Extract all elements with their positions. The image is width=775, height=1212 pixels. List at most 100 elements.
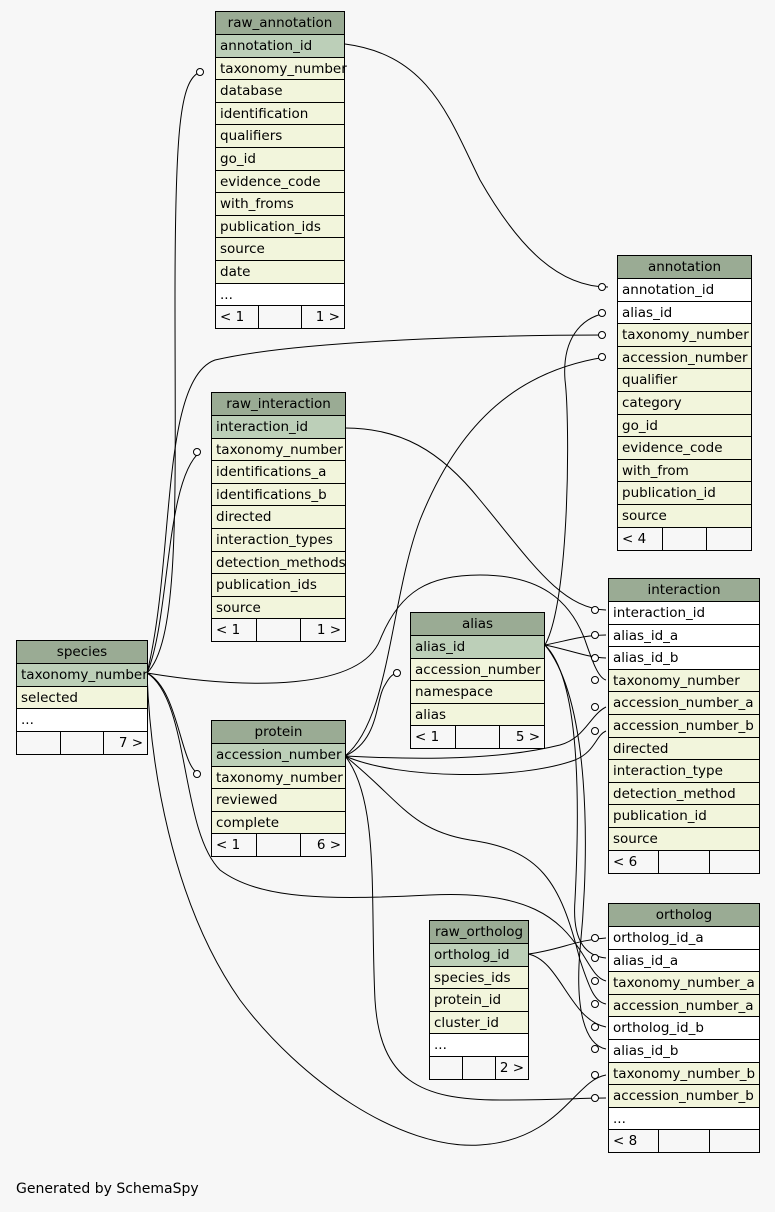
children-count: 6 >	[316, 837, 342, 854]
column-row: alias_id_a	[609, 624, 759, 648]
column-row: directed	[212, 506, 345, 529]
column-row: taxonomy_number	[212, 766, 345, 790]
edge-species-to-protein	[146, 672, 201, 775]
column-row: detection_method	[609, 782, 759, 806]
table-title: raw_interaction	[212, 393, 345, 416]
parents-count: < 8	[609, 1130, 660, 1153]
table-raw-annotation[interactable]: raw_annotation annotation_id taxonomy_nu…	[215, 11, 347, 330]
table-footer: < 1 5 >	[411, 726, 544, 749]
column-row: identification	[216, 102, 344, 126]
edge-protein-to-annotation-acc	[344, 356, 607, 757]
table-footer: 7 >	[17, 731, 147, 754]
table-title: annotation	[618, 256, 751, 279]
table-title: raw_ortholog	[430, 921, 528, 944]
column-row: alias_id_a	[609, 949, 759, 973]
column-row-more: ...	[609, 1107, 759, 1131]
edge-raw-ortholog-to-ortholog-b	[527, 953, 607, 1028]
column-row: source	[216, 238, 344, 261]
column-row: taxonomy_number_b	[609, 1062, 759, 1086]
children-count: 5 >	[515, 729, 541, 746]
table-title: raw_annotation	[216, 12, 344, 35]
children-count: 2 >	[499, 1059, 525, 1076]
edge-protein-to-ortholog-acc-a	[344, 755, 607, 1005]
column-row: reviewed	[212, 789, 345, 812]
edge-species-to-raw-interaction	[146, 451, 201, 674]
children-count	[710, 1130, 759, 1152]
column-row: cluster_id	[430, 1011, 528, 1035]
column-row: complete	[212, 811, 345, 835]
column-row: alias_id_b	[609, 1039, 759, 1063]
column-row: ortholog_id_a	[609, 927, 759, 950]
table-interaction[interactable]: interaction interaction_id alias_id_a al…	[608, 578, 760, 874]
parents-count	[430, 1056, 463, 1079]
children-count: 7 >	[118, 734, 144, 751]
column-row: selected	[17, 686, 147, 710]
row-count	[257, 834, 302, 857]
table-protein[interactable]: protein accession_number taxonomy_number…	[211, 720, 346, 858]
column-row: taxonomy_number_a	[609, 972, 759, 995]
column-row: taxonomy_number	[17, 664, 148, 687]
table-ortholog[interactable]: ortholog ortholog_id_a alias_id_a taxono…	[608, 903, 760, 1154]
table-species[interactable]: species taxonomy_number selected ... 7 >	[16, 640, 148, 755]
row-count	[456, 726, 501, 749]
column-row: publication_id	[618, 482, 751, 505]
column-row: taxonomy_number	[216, 57, 347, 81]
column-row: alias	[411, 703, 544, 727]
column-row: interaction_type	[609, 760, 759, 783]
edge-species-to-annotation-tax	[146, 334, 607, 674]
edge-protein-to-interaction-acc-a	[344, 706, 607, 759]
column-row: taxonomy_number	[609, 669, 759, 693]
table-title: protein	[212, 721, 345, 744]
row-count	[463, 1056, 496, 1079]
table-raw-interaction[interactable]: raw_interaction interaction_id taxonomy_…	[211, 392, 346, 643]
column-row: annotation_id	[216, 35, 344, 58]
parents-count: < 4	[618, 527, 663, 550]
edge-protein-to-interaction-acc-b	[344, 730, 607, 775]
edge-alias-to-ortholog-b	[544, 644, 607, 1050]
column-row: evidence_code	[216, 170, 344, 194]
edge-raw-annotation-to-annotation	[344, 43, 609, 288]
parents-count: < 1	[212, 834, 257, 857]
table-title: ortholog	[609, 904, 759, 927]
generated-by-label: Generated by SchemaSpy	[16, 1181, 199, 1197]
row-count	[257, 619, 302, 642]
table-footer: < 1 1 >	[212, 619, 345, 642]
row-count	[61, 731, 105, 754]
children-count	[710, 851, 759, 873]
column-row: accession_number_b	[609, 714, 759, 738]
column-row: go_id	[618, 414, 751, 438]
table-title: alias	[411, 613, 544, 636]
column-row: taxonomy_number	[618, 324, 751, 347]
column-row: alias_id	[411, 636, 544, 659]
column-row: category	[618, 391, 751, 415]
children-count	[707, 528, 751, 550]
column-row: qualifier	[618, 369, 751, 392]
column-row: identifications_a	[212, 461, 345, 484]
column-row: accession_number_a	[609, 692, 759, 715]
column-row: with_from	[618, 459, 751, 483]
column-row: ortholog_id	[430, 944, 528, 967]
table-annotation[interactable]: annotation annotation_id alias_id taxono…	[617, 255, 752, 551]
parents-count: < 1	[216, 306, 259, 329]
edge-alias-to-annotation	[544, 312, 607, 646]
parents-count: < 1	[411, 726, 456, 749]
table-raw-ortholog[interactable]: raw_ortholog ortholog_id species_ids pro…	[429, 920, 529, 1080]
table-footer: 2 >	[430, 1056, 528, 1079]
column-row: source	[609, 827, 759, 851]
column-row-more: ...	[430, 1034, 528, 1057]
column-row: date	[216, 260, 344, 284]
column-row: source	[618, 504, 751, 528]
table-footer: < 1 1 >	[216, 306, 344, 329]
table-footer: < 1 6 >	[212, 834, 345, 857]
column-row: identifications_b	[212, 483, 345, 507]
column-row: evidence_code	[618, 437, 751, 460]
column-row: namespace	[411, 681, 544, 704]
table-title: interaction	[609, 579, 759, 602]
column-row: accession_number_b	[609, 1085, 759, 1108]
column-row: annotation_id	[618, 279, 751, 302]
edge-alias-to-interaction-b	[544, 644, 607, 659]
column-row: interaction_id	[609, 602, 759, 625]
parents-count	[17, 731, 61, 754]
column-row: publication_ids	[216, 215, 344, 239]
table-alias[interactable]: alias alias_id accession_number namespac…	[410, 612, 545, 750]
